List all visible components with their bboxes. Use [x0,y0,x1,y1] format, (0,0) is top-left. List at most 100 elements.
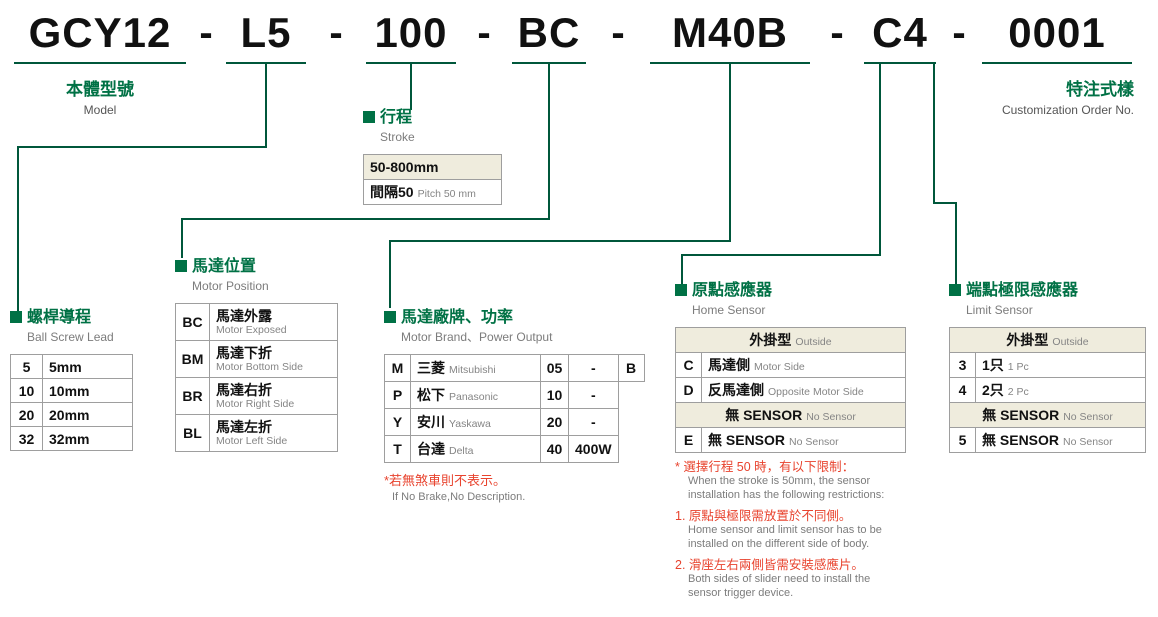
brake-note-en: If No Brake,No Description. [392,491,526,503]
code-cell: BR [175,377,210,415]
power-code-cell: 40 [540,435,569,463]
section-title-en: Customization Order No. [1001,103,1134,117]
model-code-segment-body: GCY12 [14,6,186,64]
connector-brand-h [389,240,731,242]
table-row: 5 5mm [10,354,133,379]
code-cell: D [675,377,702,403]
value-zh: 馬達下折 [216,345,272,361]
brand-zh: 三菱 [417,360,445,376]
table-row: 20 20mm [10,402,133,427]
section-title-zh: 螺桿導程 [27,309,92,326]
home-sensor-note: * 選擇行程 50 時，有以下限制： When the stroke is 50… [675,459,906,600]
group-en: Outside [1052,336,1089,348]
brand-en: Mitsubishi [449,364,496,376]
connector-home-h [681,254,881,256]
group-zh: 無 SENSOR [982,407,1060,423]
group-en: No Sensor [1063,411,1113,423]
connector-limit-v1 [933,64,935,204]
connector-brand-v2 [389,240,391,308]
section-marker-square [949,284,961,296]
code-cell: 4 [949,377,976,403]
section-title-zh: 馬達位置 [192,258,257,275]
code-cell: P [384,381,411,409]
brake-note-zh: *若無煞車則不表示。 [384,473,507,488]
code-cell: BM [175,340,210,378]
value-en: No Sensor [789,436,839,448]
note-item1-en: Home sensor and limit sensor has to be [688,524,882,536]
connector-home-v1 [879,64,881,254]
connector-limit-v2 [955,202,957,284]
model-code-segment-brand: M40B [650,6,810,64]
value-en: Opposite Motor Side [768,386,864,398]
table-row: 50-800mm [363,154,502,180]
model-code-separator: - [329,11,343,55]
table-row: BL 馬達左折 Motor Left Side [175,414,338,452]
value-cell: 馬達下折 Motor Bottom Side [209,340,338,378]
value-zh: 反馬達側 [708,382,764,398]
section-title-zh: 馬達廠牌、功率 [401,309,514,326]
group-zh: 外掛型 [749,332,792,348]
model-code-separator: - [199,11,213,55]
stroke-range-cell: 50-800mm [363,154,502,180]
section-title-en: Stroke [380,130,415,144]
code-cell: E [675,427,702,453]
value-en: No Sensor [1063,436,1113,448]
note-item2-zh: 2. 滑座左右兩側皆需安裝感應片。 [675,558,864,572]
section-ball-screw-lead: 螺桿導程 Ball Screw Lead 5 5mm 10 10mm 20 20… [10,308,133,451]
brand-cell: 三菱 Mitsubishi [410,354,541,382]
note-head-en: When the stroke is 50mm, the sensor [688,475,871,487]
power-code-cell: 05 [540,354,569,382]
section-marker-square [175,260,187,272]
value-cell: 馬達右折 Motor Right Side [209,377,338,415]
section-title-zh: 本體型號 [66,80,134,99]
value-cell: 10mm [49,382,90,399]
value-cell: 5mm [49,358,82,375]
section-title-zh: 原點感應器 [692,282,773,299]
motor-position-table: BC 馬達外露 Motor Exposed BM 馬達下折 Motor Bott… [175,303,338,452]
model-code-separator: - [830,11,844,55]
value-zh: 馬達右折 [216,382,272,398]
value-en: 1 Pc [1007,361,1029,373]
value-en: Motor Left Side [216,435,288,447]
brand-en: Delta [449,445,474,457]
group-zh: 無 SENSOR [725,407,803,423]
table-row: BC 馬達外露 Motor Exposed [175,303,338,341]
code-cell: 3 [949,352,976,378]
brand-en: Yaskawa [449,418,491,430]
section-title-en: Home Sensor [692,303,766,317]
table-row: D 反馬達側 Opposite Motor Side [675,377,906,403]
code-cell: BL [175,414,210,452]
value-zh: 馬達左折 [216,419,272,435]
value-en: Motor Bottom Side [216,361,303,373]
note-head-en: installation has the following restricti… [688,488,885,501]
connector-brand-v1 [729,64,731,240]
value-en: Motor Side [754,361,805,373]
value-cell: 反馬達側 Opposite Motor Side [701,377,906,403]
value-zh: 無 SENSOR [982,432,1060,448]
section-header: 端點極限感應器 Limit Sensor [949,281,1146,317]
model-code-segment-custom: 0001 [982,6,1132,64]
connector-motorpos-h [181,218,550,220]
power-value-cell: - [568,354,619,382]
value-en: Motor Exposed [216,324,287,336]
note-head-zh: * 選擇行程 50 時，有以下限制： [675,460,855,474]
